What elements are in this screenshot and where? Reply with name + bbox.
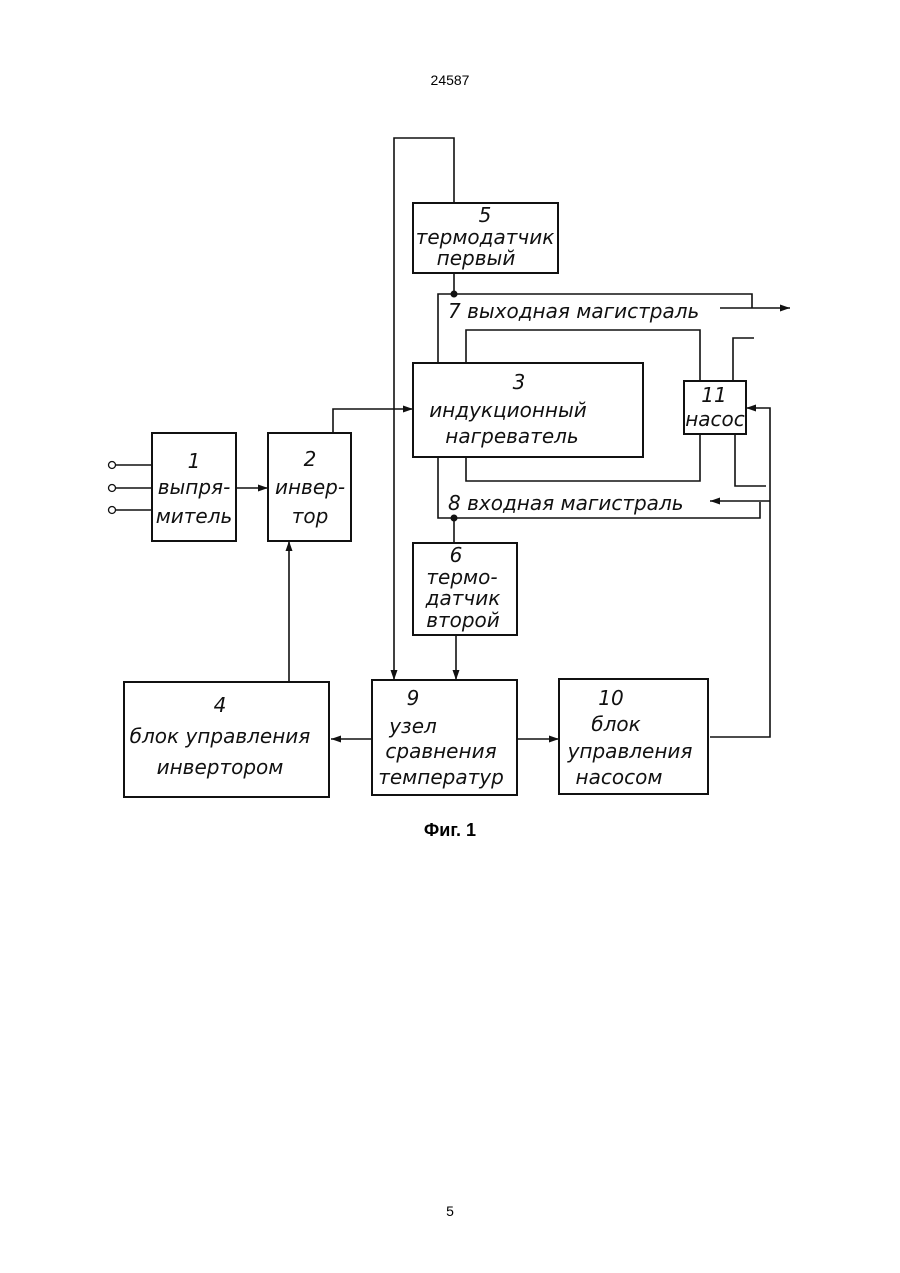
heater-label-3: нагреватель [445, 424, 578, 448]
pump-label-1: 11 [701, 383, 726, 407]
input-terminal [109, 485, 116, 492]
rectifier-label-2: выпря- [158, 475, 231, 499]
sensor2-label-3: датчик [425, 586, 501, 610]
inverter-label-3: тор [292, 504, 329, 528]
sensor1-junction [451, 291, 458, 298]
heater-label-2: индукционный [429, 398, 587, 422]
inverter-control-label-1: 4 [214, 693, 227, 717]
rectifier-label-1: 1 [188, 449, 201, 473]
sensor2-label-4: второй [426, 608, 500, 632]
comparator-label-2: узел [388, 714, 437, 738]
pump-control-label-4: насосом [576, 765, 663, 789]
inverter-control-label-3: инвертором [157, 755, 284, 779]
sensor1-label-1: 5 [479, 203, 492, 227]
pump-control-label-1: 10 [598, 686, 623, 710]
figure-caption: Фиг. 1 [0, 820, 900, 841]
pump-control-label-3: управления [567, 739, 693, 763]
comparator-label-3: сравнения [385, 739, 496, 763]
pump-control-label-2: блок [591, 712, 640, 736]
inverter-control-label-2: блок управления [130, 724, 311, 748]
comparator-label-1: 9 [407, 686, 420, 710]
pump-label-2: насос [685, 407, 745, 431]
heater-label-1: 3 [513, 370, 526, 394]
input-terminal [109, 462, 116, 469]
page-number: 5 [0, 1203, 900, 1219]
inverter-label-1: 2 [304, 447, 317, 471]
output-main-label: 7 выходная магистраль [448, 299, 699, 323]
sensor1-label-3: первый [437, 246, 516, 270]
rectifier-label-3: митель [156, 504, 233, 528]
inverter-label-2: инвер- [275, 475, 345, 499]
input-terminal [109, 507, 116, 514]
comparator-label-4: температур [378, 765, 504, 789]
sensor2-label-1: 6 [450, 543, 463, 567]
input-main-label: 8 входная магистраль [448, 491, 684, 515]
sensor2-junction [451, 515, 458, 522]
